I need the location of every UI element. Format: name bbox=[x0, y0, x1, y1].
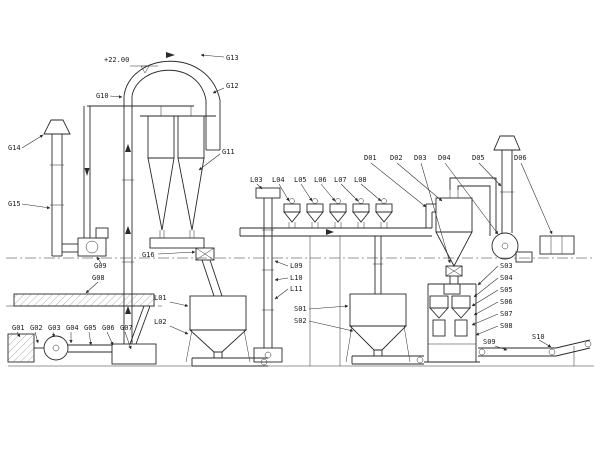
fan-motor bbox=[95, 227, 109, 239]
label-g06: G06 bbox=[102, 324, 115, 332]
label-g09: G09 bbox=[94, 262, 107, 270]
top-duct-loop bbox=[123, 52, 221, 151]
exhaust-fan bbox=[77, 227, 109, 257]
elevation-marker: +22.00 bbox=[104, 56, 158, 74]
label-l02: L02 bbox=[154, 318, 167, 326]
blower bbox=[43, 335, 69, 361]
label-l08: L08 bbox=[354, 176, 367, 184]
collecting-duct bbox=[239, 203, 436, 237]
feeder-units bbox=[283, 198, 393, 228]
label-g15: G15 bbox=[8, 200, 21, 208]
leader-lines bbox=[16, 53, 553, 351]
label-d04: D04 bbox=[438, 154, 451, 162]
bag bbox=[432, 319, 446, 337]
label-s06: S06 bbox=[500, 298, 513, 306]
label-g04: G04 bbox=[66, 324, 79, 332]
label-s09: S09 bbox=[483, 338, 496, 346]
elevator-head bbox=[255, 187, 281, 199]
support-columns bbox=[309, 236, 341, 366]
label-l07: L07 bbox=[334, 176, 347, 184]
packing-feeder bbox=[443, 283, 461, 295]
exhaust-stack bbox=[43, 119, 78, 257]
label-d06: D06 bbox=[514, 154, 527, 162]
label-s07: S07 bbox=[500, 310, 513, 318]
label-l06: L06 bbox=[314, 176, 327, 184]
stack-cap bbox=[43, 119, 71, 135]
discharge-stack bbox=[493, 135, 521, 233]
label-g16: G16 bbox=[142, 251, 155, 259]
label-d01: D01 bbox=[364, 154, 377, 162]
elevator-boot bbox=[253, 347, 283, 363]
bag bbox=[454, 319, 468, 337]
hopper-cone bbox=[188, 329, 248, 353]
label-g11: G11 bbox=[222, 148, 235, 156]
cyclone-group bbox=[140, 115, 223, 297]
label-l10: L10 bbox=[290, 274, 303, 282]
furnace-box bbox=[111, 343, 157, 365]
control-box bbox=[539, 235, 575, 255]
label-d05: D05 bbox=[472, 154, 485, 162]
elevation-label: +22.00 bbox=[104, 56, 129, 64]
callout-labels: G13 G12 G10 G11 G14 G15 G09 G08 G16 G01 … bbox=[8, 54, 545, 346]
bag-conveyor bbox=[478, 339, 592, 366]
product-hopper-1 bbox=[185, 295, 268, 367]
label-d03: D03 bbox=[414, 154, 427, 162]
rotary-valve bbox=[445, 265, 463, 277]
label-g10: G10 bbox=[96, 92, 109, 100]
rotary-valve bbox=[195, 247, 215, 261]
label-l03: L03 bbox=[250, 176, 263, 184]
label-s04: S04 bbox=[500, 274, 513, 282]
cyclone-body bbox=[147, 115, 175, 159]
label-l04: L04 bbox=[272, 176, 285, 184]
discharge-cyclone bbox=[435, 177, 497, 284]
cyclone-cone bbox=[435, 231, 473, 267]
label-l05: L05 bbox=[294, 176, 307, 184]
label-l09: L09 bbox=[290, 262, 303, 270]
label-g14: G14 bbox=[8, 144, 21, 152]
hopper-cone bbox=[348, 325, 408, 351]
label-s05: S05 bbox=[500, 286, 513, 294]
cyclone-cone bbox=[177, 157, 205, 231]
label-s01: S01 bbox=[294, 305, 307, 313]
label-l01: L01 bbox=[154, 294, 167, 302]
bucket-elevator bbox=[253, 187, 283, 363]
stack-cap bbox=[493, 135, 521, 151]
collecting-trough bbox=[149, 237, 205, 249]
cyclone-body bbox=[435, 197, 473, 233]
label-g02: G02 bbox=[30, 324, 43, 332]
label-g08: G08 bbox=[92, 274, 105, 282]
label-s10: S10 bbox=[532, 333, 545, 341]
product-hopper-2 bbox=[345, 236, 424, 365]
id-fan bbox=[491, 232, 533, 263]
label-l11: L11 bbox=[290, 285, 303, 293]
label-s08: S08 bbox=[500, 322, 513, 330]
fan-casing bbox=[77, 237, 107, 257]
hopper-body bbox=[349, 293, 407, 327]
label-g13: G13 bbox=[226, 54, 239, 62]
hot-air-riser bbox=[122, 96, 134, 344]
fan-motor bbox=[515, 251, 533, 263]
cyclone-gas-duct bbox=[83, 105, 194, 238]
label-g07: G07 bbox=[120, 324, 133, 332]
cyclone-cone bbox=[147, 157, 175, 231]
packing-station bbox=[424, 283, 480, 363]
furnace-feed-unit bbox=[7, 293, 157, 365]
hopper-body bbox=[189, 295, 247, 331]
feed-conveyor bbox=[13, 293, 155, 307]
label-d02: D02 bbox=[390, 154, 403, 162]
label-s03: S03 bbox=[500, 262, 513, 270]
fan-volute bbox=[491, 232, 519, 260]
label-g03: G03 bbox=[48, 324, 61, 332]
cyclone-body bbox=[177, 115, 205, 159]
label-g12: G12 bbox=[226, 82, 239, 90]
label-s02: S02 bbox=[294, 317, 307, 325]
label-g05: G05 bbox=[84, 324, 97, 332]
drive-motor bbox=[7, 333, 35, 363]
label-g01: G01 bbox=[12, 324, 25, 332]
